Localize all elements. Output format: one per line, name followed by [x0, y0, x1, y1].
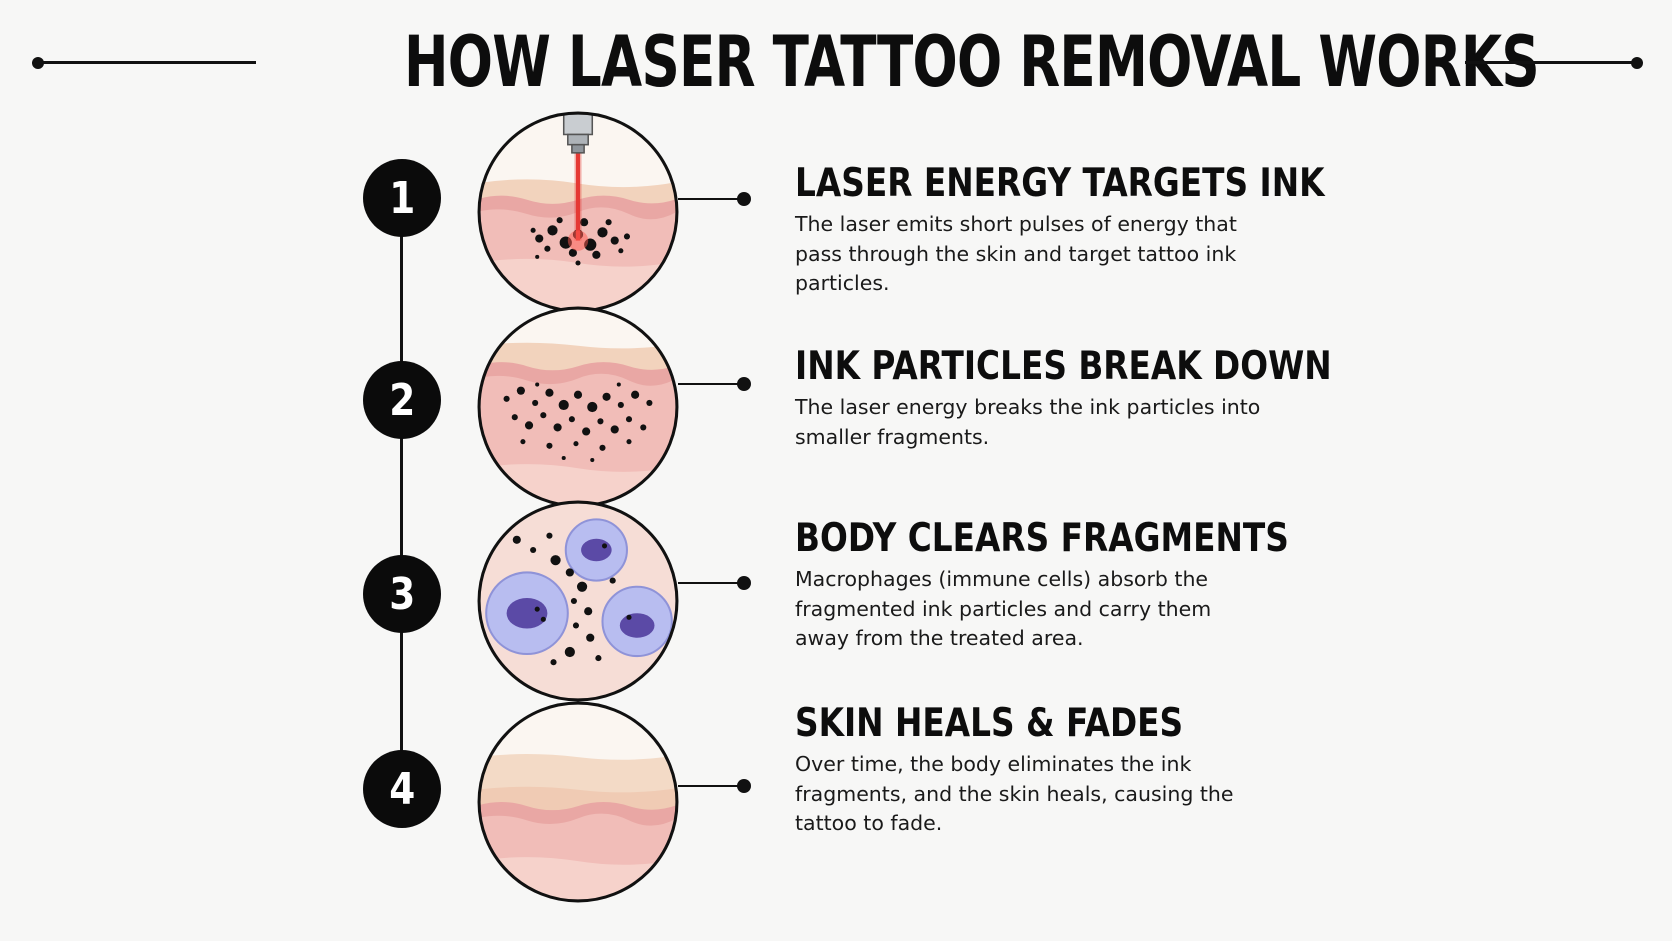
step-number-badge: 4	[363, 750, 441, 828]
step-text: BODY CLEARS FRAGMENTS Macrophages (immun…	[795, 517, 1355, 654]
step-connector-dot	[737, 377, 751, 391]
step-description: Over time, the body eliminates the ink f…	[795, 752, 1234, 835]
step-3: 3	[0, 499, 1672, 702]
page-title: HOW LASER TATTOO REMOVAL WORKS	[404, 21, 1540, 103]
step-connector-line	[678, 383, 744, 385]
step-connector-dot	[737, 192, 751, 206]
ink-fragments-icon	[476, 305, 680, 509]
step-4: 4 SKIN HEALS & FADES Over time, the body…	[0, 700, 1672, 903]
healed-skin-icon	[476, 700, 680, 904]
title-bar: HOW LASER TATTOO REMOVAL WORKS	[0, 0, 1672, 120]
step-description: The laser energy breaks the ink particle…	[795, 395, 1261, 449]
timeline-line	[400, 210, 403, 790]
step-text: INK PARTICLES BREAK DOWN The laser energ…	[795, 345, 1355, 452]
title-line-right	[1465, 61, 1637, 64]
step-text: LASER ENERGY TARGETS INK The laser emits…	[795, 162, 1355, 299]
step-heading: BODY CLEARS FRAGMENTS	[795, 516, 1289, 561]
step-heading: LASER ENERGY TARGETS INK	[795, 161, 1325, 206]
step-text: SKIN HEALS & FADES Over time, the body e…	[795, 702, 1355, 839]
step-connector-line	[678, 198, 744, 200]
title-line-dot-right	[1631, 57, 1643, 69]
step-heading: SKIN HEALS & FADES	[795, 701, 1184, 746]
step-1: 1	[0, 110, 1672, 313]
step-description: The laser emits short pulses of energy t…	[795, 212, 1237, 295]
title-line-left	[38, 61, 256, 64]
step-description: Macrophages (immune cells) absorb the fr…	[795, 567, 1212, 650]
step-connector-dot	[737, 576, 751, 590]
step-number-badge: 1	[363, 159, 441, 237]
step-connector-dot	[737, 779, 751, 793]
step-connector-line	[678, 582, 744, 584]
laser-beam-skin-icon	[476, 110, 680, 314]
step-connector-line	[678, 785, 744, 787]
step-number-badge: 3	[363, 555, 441, 633]
step-2: 2	[0, 305, 1672, 508]
macrophage-cells-icon	[476, 499, 680, 703]
step-number-badge: 2	[363, 361, 441, 439]
step-heading: INK PARTICLES BREAK DOWN	[795, 344, 1332, 389]
